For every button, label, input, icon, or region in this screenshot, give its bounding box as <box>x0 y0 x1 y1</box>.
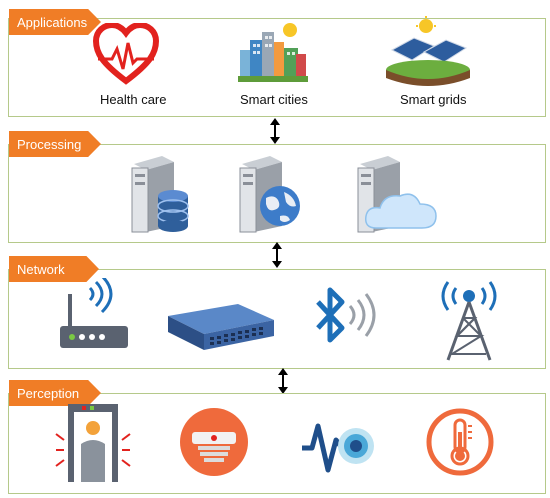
health-care-icon <box>92 23 160 85</box>
server-database-icon <box>131 156 189 233</box>
perception-tag: Perception <box>9 380 101 406</box>
network-switch-icon <box>168 304 274 350</box>
double-arrow-icon <box>278 368 288 394</box>
smart-cities-label: Smart cities <box>240 92 308 107</box>
antenna-tower-icon <box>441 281 497 361</box>
processing-tag: Processing <box>9 131 101 157</box>
smoke-detector-icon <box>180 408 248 476</box>
body-scanner-icon <box>55 404 131 482</box>
health-care-label: Health care <box>100 92 167 107</box>
wifi-router-icon <box>60 278 128 348</box>
thermometer-icon <box>426 408 494 476</box>
server-globe-icon <box>239 156 300 233</box>
sensor-signal-icon <box>302 423 374 473</box>
bluetooth-icon <box>316 287 376 343</box>
double-arrow-icon <box>270 118 280 144</box>
applications-tag: Applications <box>9 9 101 35</box>
smart-grids-label: Smart grids <box>400 92 467 107</box>
server-cloud-icon <box>357 156 437 233</box>
smart-grids-icon <box>386 16 470 86</box>
network-tag: Network <box>9 256 99 282</box>
double-arrow-icon <box>272 242 282 268</box>
smart-cities-icon <box>238 23 308 82</box>
